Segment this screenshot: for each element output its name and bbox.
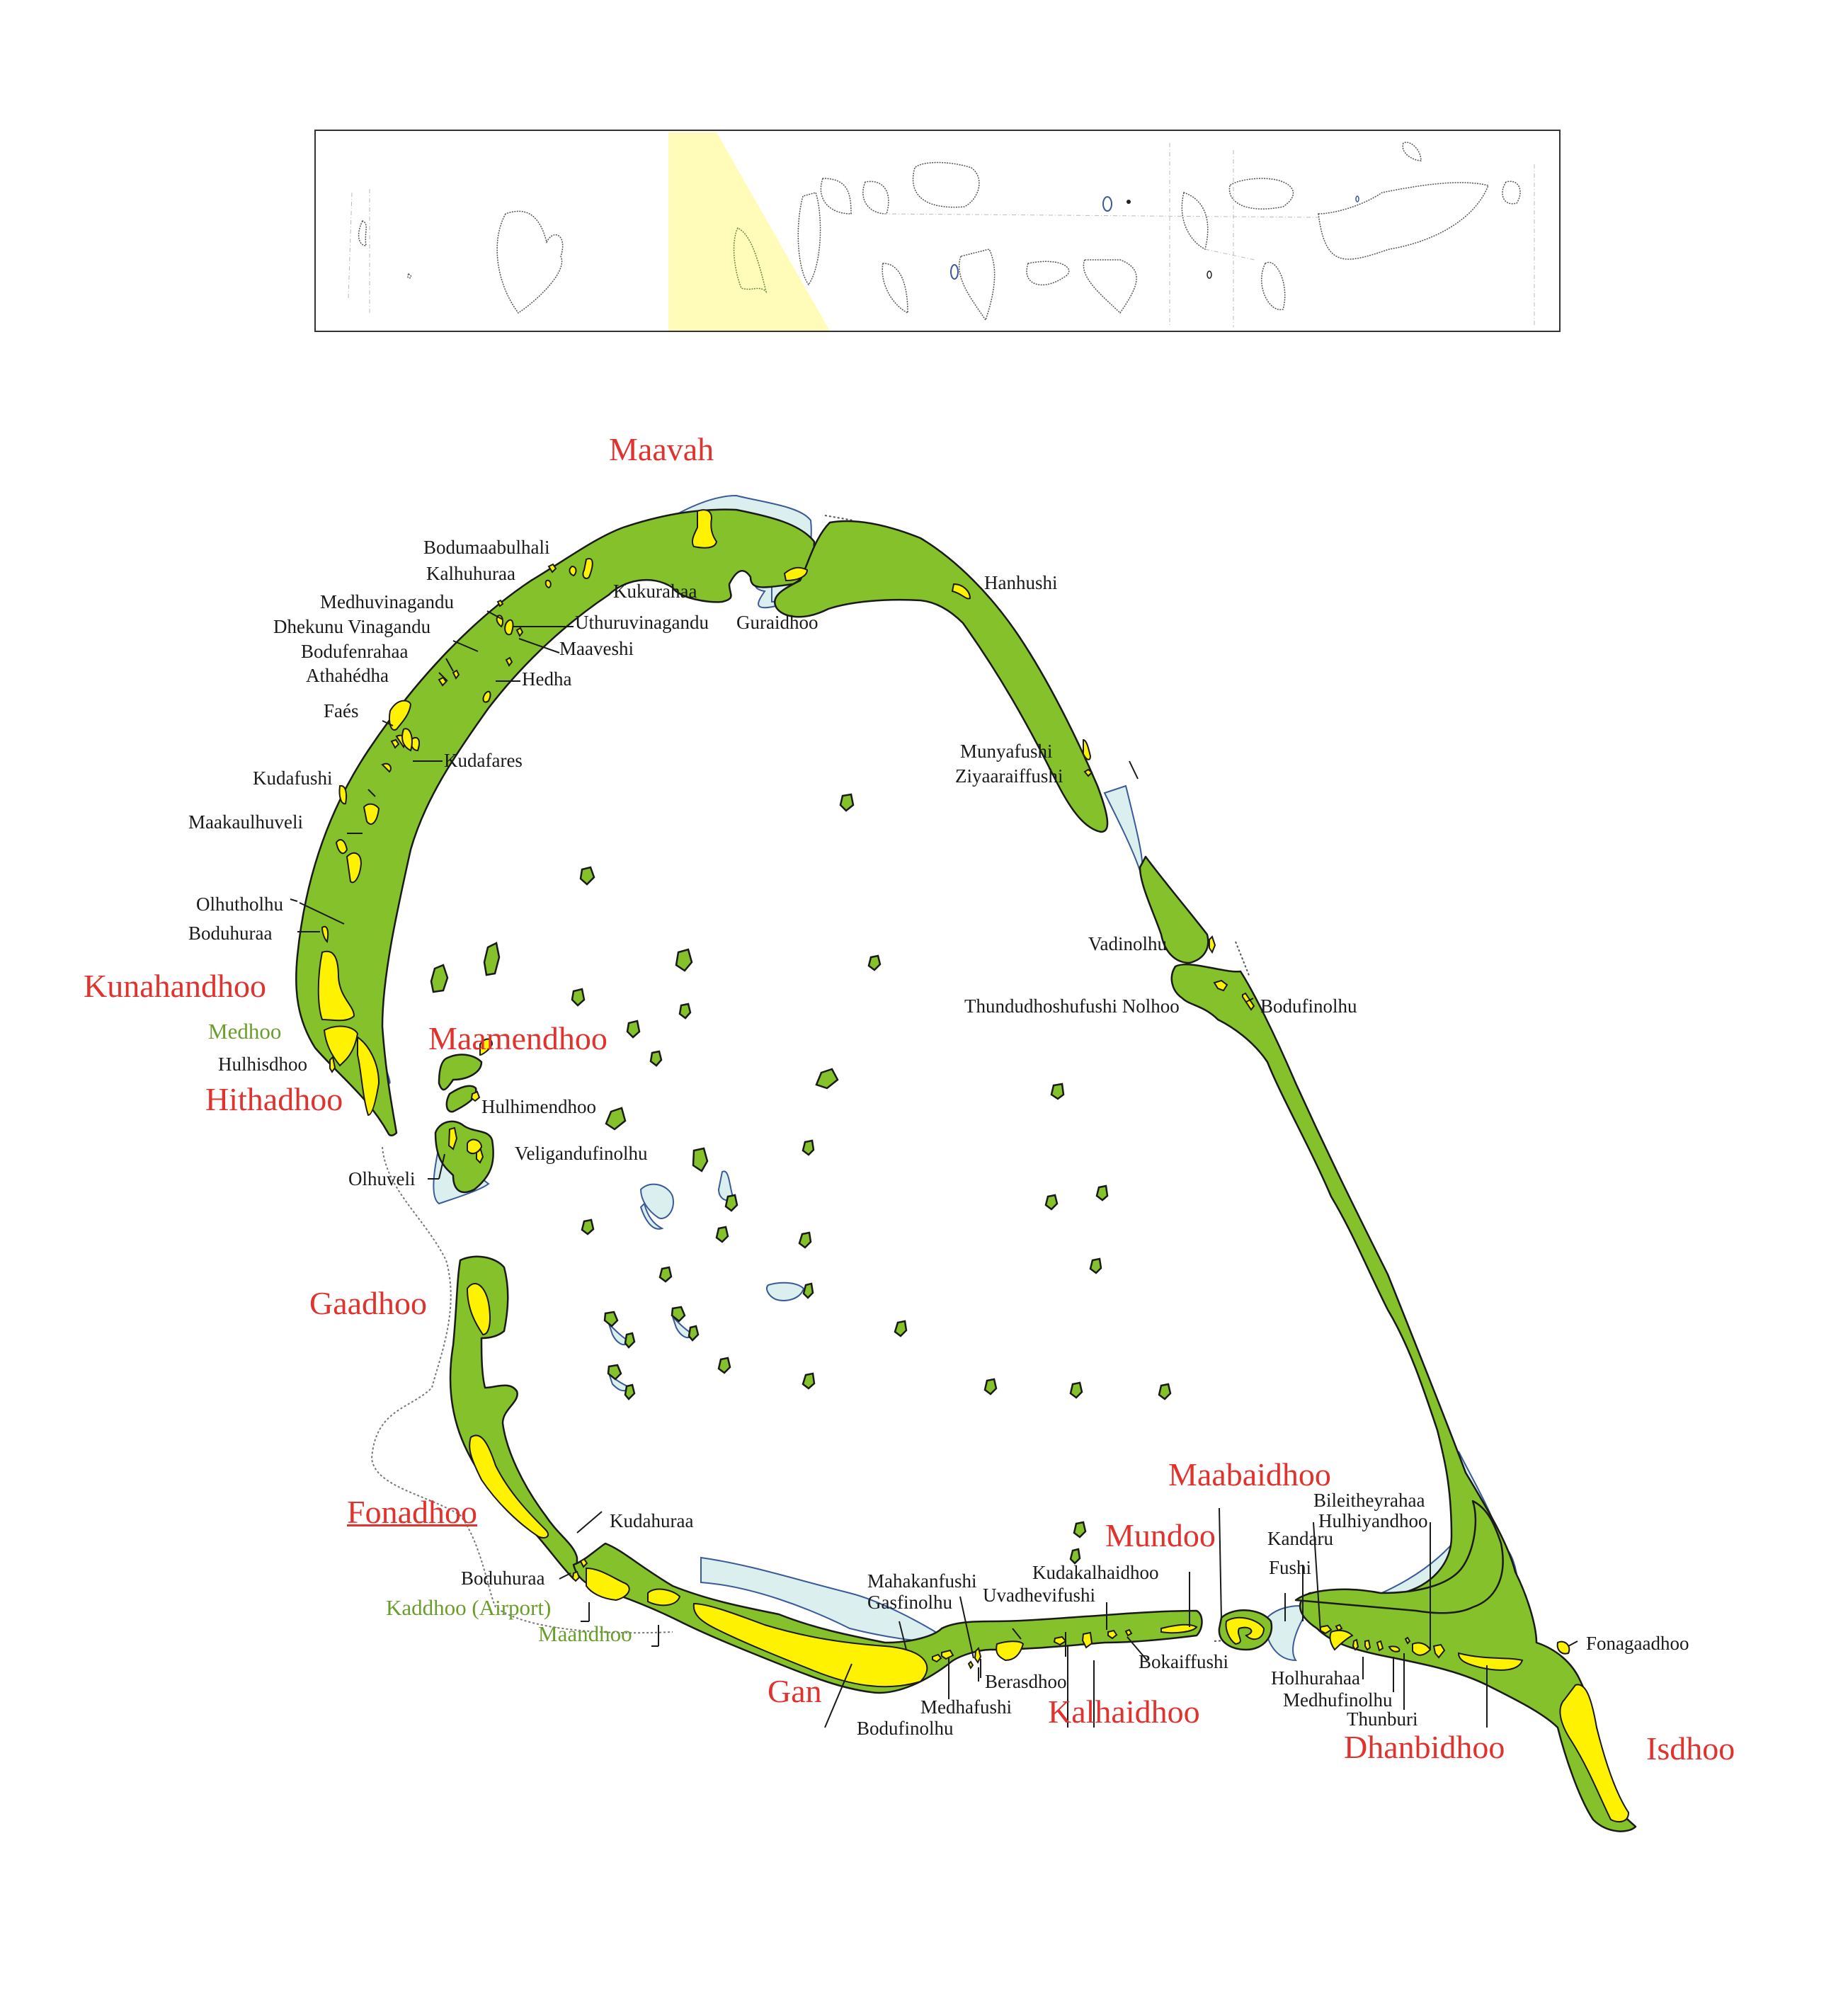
label-holhurahaa: Holhurahaa (1271, 1667, 1360, 1689)
label-kudafushi: Kudafushi (253, 767, 333, 789)
label-bodumaabulhali: Bodumaabulhali (423, 537, 550, 558)
label-olhuveli: Olhuveli (348, 1168, 416, 1189)
label-berasdhoo: Berasdhoo (985, 1671, 1067, 1692)
label-maandhoo: Maandhoo (538, 1621, 632, 1646)
label-leader-lines (290, 610, 1578, 1728)
label-fonagaadhoo: Fonagaadhoo (1586, 1633, 1689, 1654)
inhabited-islands (317, 509, 1630, 1822)
label-dhanbidhoo: Dhanbidhoo (1344, 1729, 1505, 1765)
label-kudahuraa: Kudahuraa (610, 1510, 694, 1531)
label-hanhushi: Hanhushi (984, 572, 1058, 593)
locator-highlighted-atoll (733, 227, 768, 294)
label-medhoo: Medhoo (208, 1019, 282, 1044)
label-bodufenrahaa: Bodufenrahaa (301, 641, 409, 662)
label-isdhoo: Isdhoo (1646, 1730, 1735, 1766)
label-mahakanfushi: Mahakanfushi (867, 1570, 977, 1592)
label-boduhuraa-south: Boduhuraa (461, 1568, 545, 1589)
label-kudakalhaidhoo: Kudakalhaidhoo (1032, 1562, 1159, 1583)
label-kunahandhoo: Kunahandhoo (84, 968, 267, 1004)
label-medhafushi: Medhafushi (920, 1696, 1012, 1718)
label-gasfinolhu: Gasfinolhu (867, 1592, 952, 1613)
label-bodufinolhu-south: Bodufinolhu (857, 1718, 954, 1739)
label-kudafares: Kudafares (444, 750, 523, 771)
label-medhuvinagandu: Medhuvinagandu (320, 591, 454, 612)
reef-rim (295, 508, 1637, 1832)
label-hithadhoo: Hithadhoo (205, 1081, 343, 1117)
label-munyafushi: Munyafushi (960, 741, 1053, 762)
label-hedha: Hedha (522, 668, 572, 690)
label-hulhimendhoo: Hulhimendhoo (481, 1096, 596, 1117)
label-faes: Faés (324, 700, 359, 721)
locator-inset-map (314, 130, 1561, 332)
label-kaddhoo-airport: Kaddhoo (Airport) (386, 1595, 552, 1620)
label-hulhiyandhoo: Hulhiyandhoo (1318, 1510, 1428, 1531)
label-athahedha: Athahédha (306, 665, 389, 686)
label-gan: Gan (768, 1673, 822, 1709)
label-maabaidhoo: Maabaidhoo (1168, 1456, 1331, 1492)
label-fushi: Fushi (1269, 1557, 1312, 1578)
label-maaveshi: Maaveshi (559, 638, 634, 659)
locator-outlines (348, 132, 1535, 331)
label-dhekunu-vinagandu: Dhekunu Vinagandu (273, 616, 431, 637)
label-uvadhevifushi: Uvadhevifushi (983, 1585, 1095, 1606)
label-hulhisdhoo: Hulhisdhoo (218, 1054, 308, 1075)
label-guraidhoo: Guraidhoo (736, 612, 819, 633)
label-bodufinolhu-east: Bodufinolhu (1260, 995, 1357, 1017)
label-medhufinolhu: Medhufinolhu (1283, 1689, 1393, 1711)
label-bileitheyrahaa: Bileitheyrahaa (1313, 1490, 1425, 1511)
label-thunburi: Thunburi (1347, 1708, 1418, 1730)
label-olhutholhu: Olhutholhu (196, 894, 284, 915)
label-bokaiffushi: Bokaiffushi (1139, 1651, 1228, 1672)
label-boduhuraa-north: Boduhuraa (188, 923, 273, 944)
label-maavah: Maavah (609, 431, 714, 467)
label-ziyaaraiffushi: Ziyaaraiffushi (955, 765, 1063, 787)
label-kukurahaa: Kukurahaa (613, 581, 697, 602)
label-kandaru: Kandaru (1267, 1528, 1333, 1549)
label-fonadhoo: Fonadhoo (347, 1494, 477, 1530)
label-kalhuhuraa: Kalhuhuraa (426, 563, 515, 584)
label-veligandufinolhu: Veligandufinolhu (515, 1143, 648, 1164)
lagoon-patch-reefs (430, 793, 1172, 1565)
label-maamendhoo: Maamendhoo (428, 1020, 608, 1056)
label-vadinolhu: Vadinolhu (1088, 933, 1167, 954)
label-maakaulhuveli: Maakaulhuveli (188, 811, 303, 833)
label-mundoo: Mundoo (1105, 1517, 1216, 1553)
label-gaadhoo: Gaadhoo (309, 1285, 428, 1321)
label-kalhaidhoo: Kalhaidhoo (1048, 1694, 1200, 1730)
label-uthuruvinagandu: Uthuruvinagandu (575, 612, 709, 633)
locator-highlight-wedge (668, 132, 830, 331)
label-thundudhoshufushi-nolhoo: Thundudhoshufushi Nolhoo (964, 995, 1180, 1017)
